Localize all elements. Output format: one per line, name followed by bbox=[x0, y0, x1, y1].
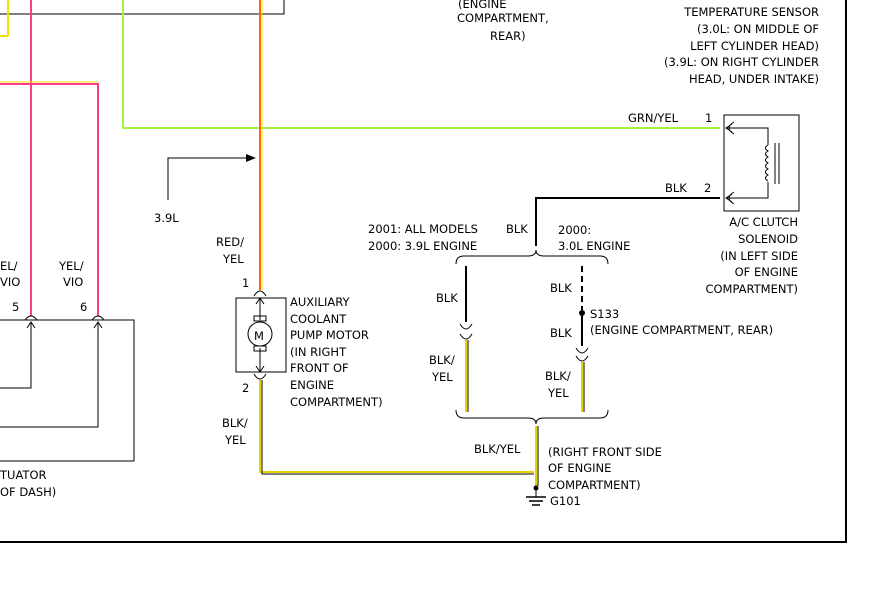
actuator-pin5-label: 5 bbox=[12, 300, 19, 314]
clutch-arrow-2 bbox=[725, 193, 733, 203]
pump-pin2-label: 2 bbox=[242, 381, 249, 395]
splice-location-label: (ENGINE COMPARTMENT, REAR) bbox=[590, 323, 773, 337]
pump-ground-wire bbox=[259, 380, 534, 473]
actuator-arrow-5 bbox=[26, 321, 36, 329]
green-yellow-wire bbox=[122, 0, 720, 129]
wire-blk-right2-label: BLK bbox=[550, 326, 572, 340]
clutch-pin1-label: 1 bbox=[705, 111, 712, 125]
pump-label-line6: ENGINE bbox=[290, 378, 334, 392]
ground-loc-line1: (RIGHT FRONT SIDE bbox=[548, 445, 662, 459]
actuator-internal-line-6 bbox=[0, 322, 99, 428]
pump-connector-bottom bbox=[253, 373, 267, 380]
clutch-pin2-label: 2 bbox=[704, 181, 711, 195]
engine-comp-top-line1: (ENGINE bbox=[458, 0, 507, 11]
actuator-label-line1: TUATOR bbox=[0, 468, 46, 482]
pump-arrow-bottom bbox=[255, 365, 265, 373]
pump-label-line1: AUXILIARY bbox=[290, 295, 350, 309]
clutch-internal-wire bbox=[726, 127, 769, 199]
temp-sensor-line3: LEFT CYLINDER HEAD) bbox=[690, 39, 819, 53]
clutch-label-line4: OF ENGINE bbox=[735, 265, 798, 279]
splice-s133-label: S133 bbox=[590, 307, 619, 321]
ground-id-label: G101 bbox=[550, 494, 581, 508]
temp-sensor-line1: TEMPERATURE SENSOR bbox=[683, 5, 819, 19]
red-yel-label-line1: RED/ bbox=[216, 235, 244, 249]
39l-indicator-line bbox=[167, 157, 248, 200]
clutch-label-line5: COMPARTMENT) bbox=[705, 282, 798, 296]
clutch-label-line3: (IN LEFT SIDE bbox=[720, 249, 798, 263]
temp-sensor-line2: (3.0L: ON MIDDLE OF bbox=[697, 22, 819, 36]
ground-loc-line2: OF ENGINE bbox=[548, 461, 611, 475]
label-39l: 3.9L bbox=[154, 211, 179, 225]
clutch-label-line1: A/C CLUTCH bbox=[729, 215, 798, 229]
ground-junction-dot bbox=[533, 485, 539, 491]
clutch-black-wire bbox=[535, 197, 720, 246]
motor-symbol-label: M bbox=[254, 329, 264, 343]
yel-vio-right-line1: YEL/ bbox=[58, 259, 84, 273]
pump-connector-top bbox=[253, 290, 267, 297]
actuator-internal-line-5 bbox=[0, 322, 32, 389]
actuator-arrow-6 bbox=[93, 321, 103, 329]
blk-yel-right-line2: YEL bbox=[547, 386, 569, 400]
pump-label-line7: COMPARTMENT) bbox=[290, 395, 383, 409]
top-component-box bbox=[0, 0, 285, 15]
pump-ground-wire-black bbox=[261, 380, 534, 475]
models-2000b-label: 3.0L ENGINE bbox=[558, 239, 630, 253]
actuator-label-line2: OF DASH) bbox=[0, 485, 56, 499]
blk-yel-pump-line1: BLK/ bbox=[222, 416, 248, 430]
temp-sensor-line5: HEAD, UNDER INTAKE) bbox=[689, 72, 819, 86]
ground-loc-line3: COMPARTMENT) bbox=[548, 478, 641, 492]
models-2000a-label: 2000: bbox=[558, 223, 591, 237]
pump-pin1-label: 1 bbox=[242, 276, 249, 290]
models-2000-39-label: 2000: 3.9L ENGINE bbox=[368, 239, 477, 253]
clutch-arrow-1 bbox=[725, 123, 733, 133]
pump-label-line2: COOLANT bbox=[290, 312, 347, 326]
wire-label-blk-clutch: BLK bbox=[665, 181, 687, 195]
pump-motor-box bbox=[235, 297, 287, 373]
right-branch-connector bbox=[575, 347, 589, 362]
coil-icon bbox=[765, 144, 769, 182]
pump-label-line3: PUMP MOTOR bbox=[290, 328, 369, 342]
clutch-solenoid-box bbox=[723, 114, 800, 212]
clutch-label-line2: SOLENOID bbox=[738, 232, 798, 246]
engine-comp-top-line3: REAR) bbox=[490, 29, 526, 43]
39l-arrowhead bbox=[246, 154, 256, 162]
yel-vio-right-line2: VIO bbox=[63, 275, 83, 289]
red-yel-label-line2: YEL bbox=[222, 252, 244, 266]
pump-label-line4: (IN RIGHT bbox=[290, 345, 347, 359]
wire-label-grn-yel: GRN/YEL bbox=[628, 111, 679, 125]
pink-wire-pin6 bbox=[0, 83, 99, 316]
option-bracket-bottom bbox=[455, 409, 609, 425]
pump-label-line5: FRONT OF bbox=[290, 361, 349, 375]
blk-yel-left-line1: BLK/ bbox=[429, 353, 455, 367]
actuator-box bbox=[0, 319, 135, 462]
blk-yel-right-line1: BLK/ bbox=[545, 369, 571, 383]
wire-blk-top-label: BLK bbox=[506, 222, 528, 236]
blk-yel-left-line2: YEL bbox=[431, 370, 453, 384]
ground-icon bbox=[526, 490, 546, 506]
left-branch-connector bbox=[459, 323, 473, 340]
wire-blk-left-label: BLK bbox=[436, 291, 458, 305]
blk-yel-pump-line2: YEL bbox=[224, 433, 246, 447]
actuator-pin5-connector bbox=[24, 315, 38, 321]
actuator-pin6-label: 6 bbox=[80, 300, 87, 314]
yel-vio-left-line2: VIO bbox=[0, 275, 20, 289]
blk-yel-ground-label: BLK/YEL bbox=[474, 442, 521, 456]
actuator-pin6-connector bbox=[91, 315, 105, 321]
pump-brush-top bbox=[253, 315, 267, 322]
models-2001-label: 2001: ALL MODELS bbox=[368, 222, 478, 236]
splice-s133-dot bbox=[579, 310, 585, 316]
temp-sensor-line4: (3.9L: ON RIGHT CYLINDER bbox=[664, 55, 819, 69]
yel-vio-left-line1: EL/ bbox=[0, 259, 18, 273]
wire-blk-right-label: BLK bbox=[550, 281, 572, 295]
pump-arrow-top bbox=[255, 297, 265, 305]
option-bracket-top bbox=[455, 249, 609, 265]
motor-symbol-icon bbox=[247, 321, 273, 347]
engine-comp-top-line2: COMPARTMENT, bbox=[457, 11, 549, 25]
